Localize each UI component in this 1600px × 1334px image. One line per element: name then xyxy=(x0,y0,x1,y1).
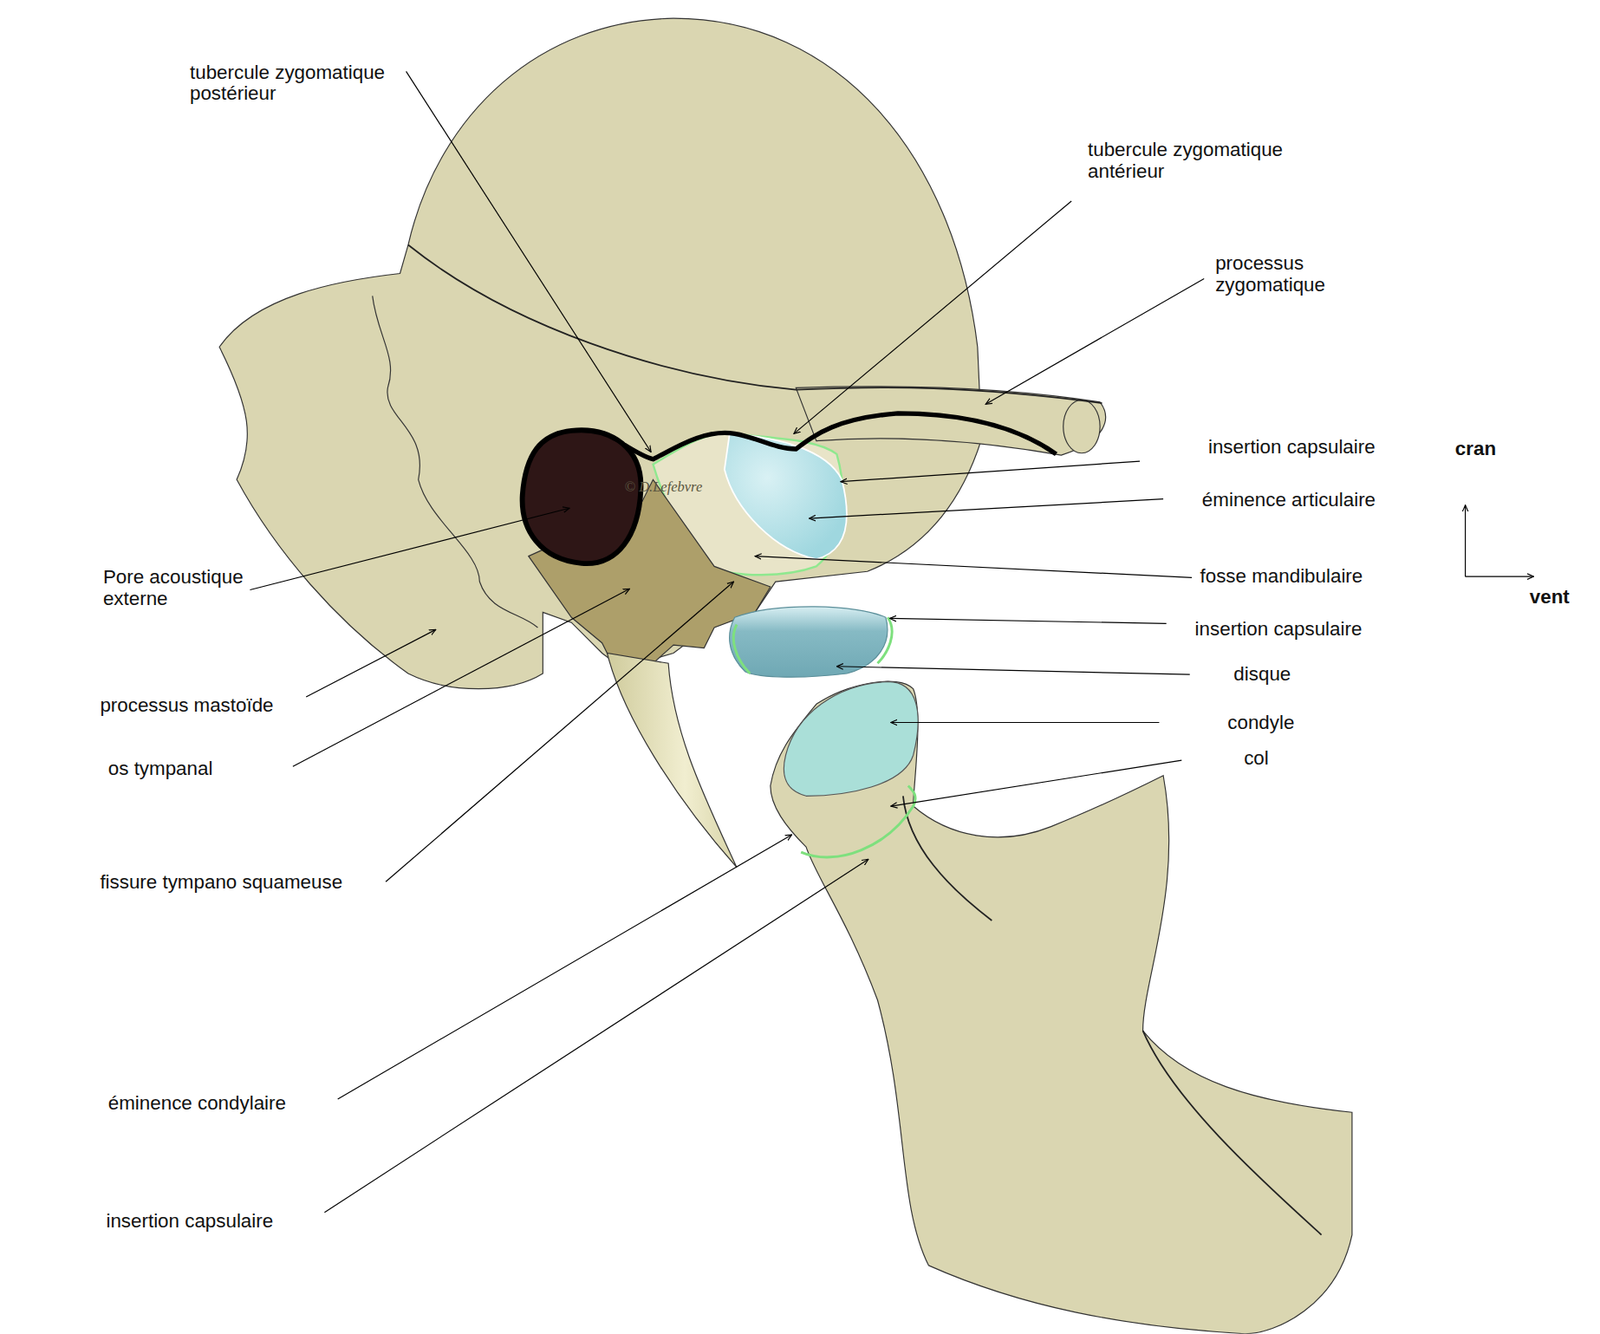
styloid-process xyxy=(606,652,737,867)
part-label: Pore acoustique externe xyxy=(103,565,265,609)
mandible-line xyxy=(1143,1030,1322,1235)
capsular-insertion xyxy=(800,786,916,858)
axis-arrow xyxy=(1464,505,1466,577)
leader-line xyxy=(890,617,1167,624)
capsular-insertion xyxy=(733,624,750,675)
temporal-line xyxy=(408,245,1103,404)
suture-line xyxy=(372,295,539,628)
articular-eminence xyxy=(724,433,847,560)
leader-line xyxy=(891,721,1160,723)
part-label: fosse mandibulaire xyxy=(1200,565,1364,587)
leader-line xyxy=(249,507,569,590)
articular-crest xyxy=(624,413,1057,460)
part-label: éminence condylaire xyxy=(108,1092,287,1114)
part-label: processus mastoïde xyxy=(99,694,274,716)
temporal-bone xyxy=(219,18,982,689)
leader-line xyxy=(809,499,1165,519)
capsular-insertion xyxy=(877,617,892,664)
mandible-line xyxy=(903,795,992,921)
leader-lines xyxy=(249,71,1534,1212)
part-label: os tympanal xyxy=(108,757,214,780)
condyle xyxy=(783,681,918,796)
part-label: éminence articulaire xyxy=(1202,488,1376,511)
axis-label: cran xyxy=(1455,437,1496,460)
leader-line xyxy=(793,201,1072,434)
leader-line xyxy=(840,461,1140,482)
leader-line xyxy=(305,629,436,697)
leader-line xyxy=(985,278,1204,404)
leader-line xyxy=(754,556,1192,579)
leader-line xyxy=(836,666,1190,675)
zygomatic-process xyxy=(795,386,1106,456)
leader-line xyxy=(385,581,734,882)
part-label: insertion capsulaire xyxy=(1195,617,1363,640)
part-label: tubercule zygomatique antérieur xyxy=(1087,138,1308,182)
leader-line xyxy=(406,71,652,452)
part-label: disque xyxy=(1233,663,1291,685)
leader-line xyxy=(338,834,793,1100)
mandible xyxy=(770,681,1353,1334)
part-label: tubercule zygomatique postérieur xyxy=(189,61,410,105)
part-label: insertion capsulaire xyxy=(105,1209,274,1232)
part-label: insertion capsulaire xyxy=(1208,435,1376,458)
leader-line xyxy=(292,588,631,767)
acoustic-pore xyxy=(522,429,642,564)
zygomatic-end xyxy=(1063,400,1100,454)
part-label: col xyxy=(1243,747,1269,769)
axis-arrow xyxy=(1465,576,1535,578)
part-label: fissure tympano squameuse xyxy=(99,871,343,893)
axis-label: vent xyxy=(1529,585,1570,608)
part-label: processus zygomatique xyxy=(1215,252,1347,295)
leader-line xyxy=(891,760,1183,807)
watermark: © D.Lefebvre xyxy=(624,476,703,499)
leader-line xyxy=(324,858,869,1212)
part-label: condyle xyxy=(1227,711,1295,734)
